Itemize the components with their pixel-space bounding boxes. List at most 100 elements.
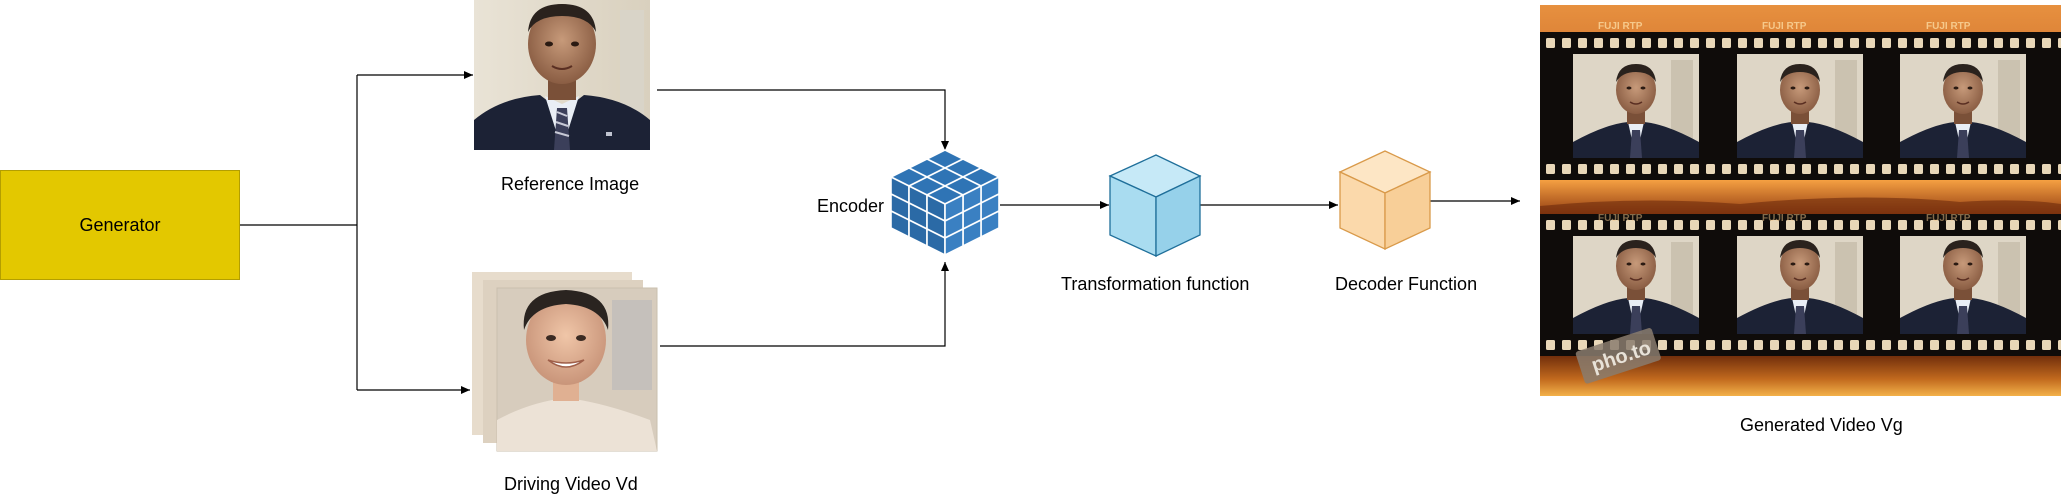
sprocket-hole [1882, 340, 1891, 350]
video-frame [1900, 236, 2026, 334]
film-brand-label: FUJI RTP [1598, 213, 1643, 224]
sprocket-hole [1962, 38, 1971, 48]
transformation-cube-icon [1108, 154, 1202, 258]
sprocket-hole [1754, 164, 1763, 174]
sprocket-hole [2010, 220, 2019, 230]
film-brand-label: FUJI RTP [1762, 21, 1807, 32]
sprocket-hole [1546, 220, 1555, 230]
sprocket-hole [1850, 220, 1859, 230]
encoder-label: Encoder [817, 196, 885, 216]
sprocket-hole [1834, 164, 1843, 174]
sprocket-hole [1626, 38, 1635, 48]
sprocket-hole [1994, 220, 2003, 230]
generator-box: Generator [0, 170, 240, 280]
sprocket-hole [2026, 340, 2035, 350]
sprocket-hole [1578, 164, 1587, 174]
sprocket-hole [2026, 220, 2035, 230]
sprocket-hole [1850, 38, 1859, 48]
sprocket-hole [1978, 164, 1987, 174]
sprocket-hole [1914, 38, 1923, 48]
sprocket-hole [1658, 220, 1667, 230]
sprocket-hole [1674, 340, 1683, 350]
decoder-label: Decoder Function [1335, 274, 1478, 294]
sprocket-hole [1642, 220, 1651, 230]
sprocket-hole [1594, 38, 1603, 48]
driving-to-encoder-arrow [660, 262, 949, 347]
sprocket-hole [1610, 220, 1619, 230]
sprocket-hole [1738, 164, 1747, 174]
sprocket-hole [1818, 340, 1827, 350]
sprocket-hole [1610, 38, 1619, 48]
reference-to-encoder-arrow [657, 89, 949, 150]
sprocket-hole [1706, 340, 1715, 350]
sprocket-hole [1578, 38, 1587, 48]
sprocket-hole [1802, 340, 1811, 350]
sprocket-hole [1978, 220, 1987, 230]
sprocket-hole [1722, 340, 1731, 350]
sprocket-hole [1898, 164, 1907, 174]
generated-video-label: Generated Video Vg [1740, 415, 1903, 435]
video-frame [1573, 54, 1699, 158]
sprocket-hole [1866, 340, 1875, 350]
video-frame [1573, 236, 1699, 334]
sprocket-hole [1578, 220, 1587, 230]
sprocket-hole [1962, 220, 1971, 230]
sprocket-hole [1578, 340, 1587, 350]
sprocket-hole [1546, 340, 1555, 350]
sprocket-hole [1738, 38, 1747, 48]
sprocket-hole [1594, 164, 1603, 174]
sprocket-hole [2026, 164, 2035, 174]
sprocket-hole [1946, 164, 1955, 174]
sprocket-hole [1658, 164, 1667, 174]
film-brand-label: FUJI RTP [1598, 21, 1643, 32]
sprocket-hole [1562, 220, 1571, 230]
sprocket-hole [1674, 38, 1683, 48]
sprocket-hole [2010, 340, 2019, 350]
sprocket-hole [1610, 164, 1619, 174]
sprocket-hole [1946, 220, 1955, 230]
generator-label: Generator [79, 214, 161, 235]
sprocket-hole [1546, 38, 1555, 48]
sprocket-hole [1722, 220, 1731, 230]
sprocket-hole [1674, 164, 1683, 174]
decoder-cube-icon [1338, 150, 1432, 251]
sprocket-hole [1738, 220, 1747, 230]
video-frame [1737, 54, 1863, 158]
sprocket-hole [1850, 340, 1859, 350]
sprocket-hole [1994, 340, 2003, 350]
connectors [240, 71, 1520, 394]
sprocket-hole [1930, 340, 1939, 350]
sprocket-hole [1994, 164, 2003, 174]
sprocket-hole [1562, 38, 1571, 48]
sprocket-hole [1802, 164, 1811, 174]
sprocket-hole [2058, 38, 2061, 48]
sprocket-hole [1546, 164, 1555, 174]
sprocket-hole [2058, 164, 2061, 174]
sprocket-hole [1818, 38, 1827, 48]
sprocket-hole [1866, 164, 1875, 174]
sprocket-hole [1818, 164, 1827, 174]
sprocket-hole [1930, 220, 1939, 230]
video-frame [1737, 236, 1863, 334]
sprocket-hole [1690, 38, 1699, 48]
sprocket-hole [1674, 220, 1683, 230]
sprocket-hole [1658, 38, 1667, 48]
sprocket-hole [1946, 340, 1955, 350]
driving-video-label: Driving Video Vd [504, 474, 638, 494]
sprocket-hole [2042, 340, 2051, 350]
sprocket-hole [1962, 164, 1971, 174]
sprocket-hole [1914, 220, 1923, 230]
sprocket-hole [1786, 340, 1795, 350]
sprocket-hole [1802, 38, 1811, 48]
sprocket-hole [1722, 164, 1731, 174]
sprocket-hole [1690, 340, 1699, 350]
sprocket-hole [1690, 220, 1699, 230]
sprocket-hole [1658, 340, 1667, 350]
sprocket-hole [1898, 340, 1907, 350]
sprocket-hole [2010, 164, 2019, 174]
sprocket-hole [2026, 38, 2035, 48]
sprocket-hole [1994, 38, 2003, 48]
sprocket-hole [1802, 220, 1811, 230]
sprocket-hole [2058, 340, 2061, 350]
